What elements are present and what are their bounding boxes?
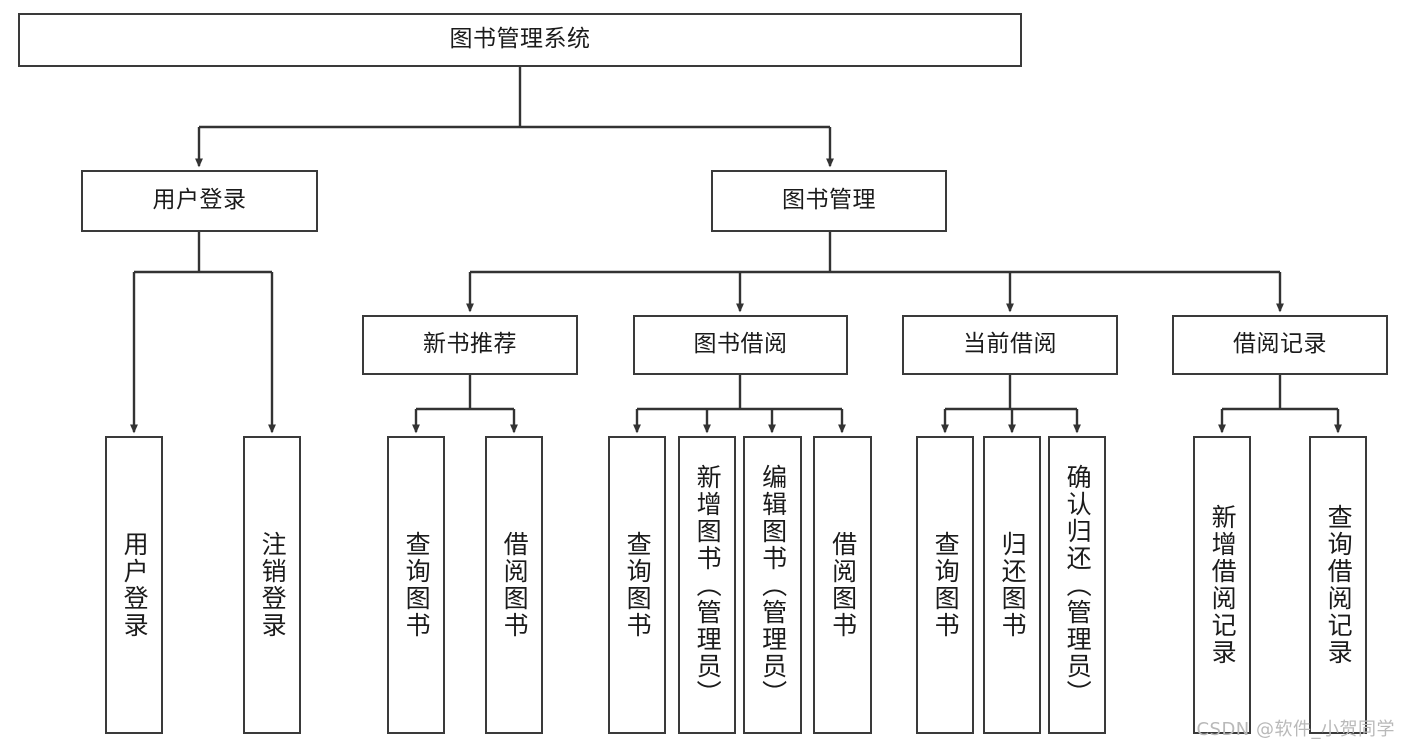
leaf-book-borrow-query[interactable]: 查询图书 [608, 436, 666, 734]
node-label: 注销登录 [258, 531, 288, 639]
node-label: 新增图书（管理员） [693, 463, 723, 707]
leaf-user-login-login[interactable]: 用户登录 [105, 436, 163, 734]
node-label: 编辑图书（管理员） [758, 463, 788, 707]
node-label: 用户登录 [120, 531, 150, 639]
leaf-current-borrow-confirm-admin[interactable]: 确认归还（管理员） [1048, 436, 1106, 734]
leaf-borrow-record-query[interactable]: 查询借阅记录 [1309, 436, 1367, 734]
node-book-management[interactable]: 图书管理 [711, 170, 947, 232]
leaf-borrow-record-add[interactable]: 新增借阅记录 [1193, 436, 1251, 734]
node-book-borrow[interactable]: 图书借阅 [633, 315, 848, 375]
leaf-current-borrow-return[interactable]: 归还图书 [983, 436, 1041, 734]
node-label: 当前借阅 [963, 331, 1057, 358]
node-label: 查询图书 [931, 531, 961, 639]
node-label: 借阅图书 [500, 531, 530, 639]
node-root-book-management-system[interactable]: 图书管理系统 [18, 13, 1022, 67]
node-label: 借阅记录 [1233, 331, 1327, 358]
node-current-borrow[interactable]: 当前借阅 [902, 315, 1118, 375]
node-label: 借阅图书 [828, 531, 858, 639]
leaf-current-borrow-query[interactable]: 查询图书 [916, 436, 974, 734]
node-user-login[interactable]: 用户登录 [81, 170, 318, 232]
node-label: 确认归还（管理员） [1063, 463, 1093, 707]
leaf-user-login-logout[interactable]: 注销登录 [243, 436, 301, 734]
node-label: 图书管理系统 [449, 26, 591, 53]
node-label: 查询图书 [623, 531, 653, 639]
node-label: 新书推荐 [423, 331, 517, 358]
leaf-new-book-borrow[interactable]: 借阅图书 [485, 436, 543, 734]
leaf-book-borrow-add-admin[interactable]: 新增图书（管理员） [678, 436, 736, 734]
leaf-new-book-query[interactable]: 查询图书 [387, 436, 445, 734]
node-label: 查询借阅记录 [1324, 504, 1354, 666]
node-new-book-recommend[interactable]: 新书推荐 [362, 315, 578, 375]
leaf-book-borrow-edit-admin[interactable]: 编辑图书（管理员） [743, 436, 802, 734]
node-label: 归还图书 [998, 531, 1028, 639]
leaf-book-borrow-borrow[interactable]: 借阅图书 [813, 436, 872, 734]
node-label: 查询图书 [402, 531, 432, 639]
node-label: 用户登录 [152, 187, 247, 214]
node-borrow-record[interactable]: 借阅记录 [1172, 315, 1388, 375]
node-label: 新增借阅记录 [1208, 504, 1238, 666]
node-label: 图书管理 [782, 187, 876, 214]
node-label: 图书借阅 [693, 331, 788, 358]
